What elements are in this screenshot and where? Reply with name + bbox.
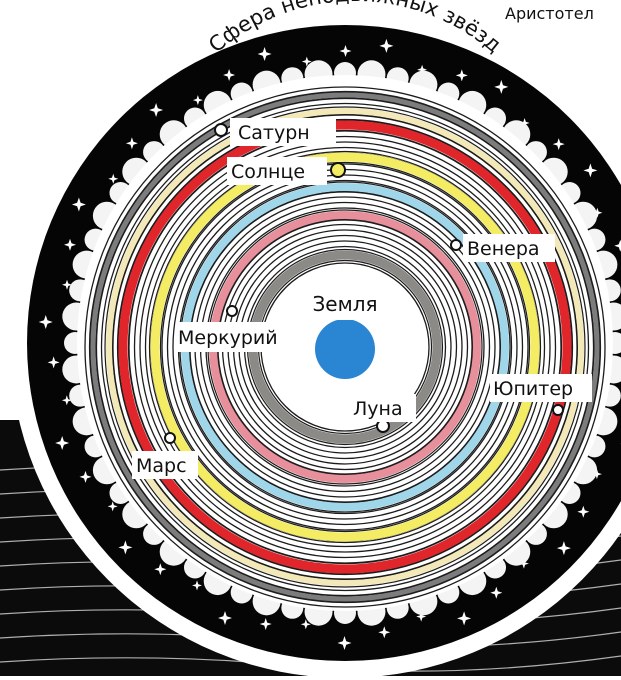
moon-label: Луна	[353, 398, 403, 420]
mars-label: Марс	[136, 455, 187, 477]
earth-icon	[315, 319, 375, 379]
planet-marker-icon	[331, 163, 345, 177]
jupiter-label: Юпитер	[493, 378, 573, 400]
planet-marker-icon	[227, 306, 237, 316]
planet-marker-icon	[165, 433, 175, 443]
corner-title: Аристотел	[505, 4, 594, 23]
earth-label: Земля	[312, 292, 377, 316]
planet-marker-icon	[553, 405, 563, 415]
mercury-label: Меркурий	[178, 327, 278, 349]
saturn-label: Сатурн	[238, 122, 310, 144]
planet-marker-icon	[215, 124, 227, 136]
planet-marker-icon	[451, 240, 461, 250]
venus-label: Венера	[467, 238, 540, 260]
sun-label: Солнце	[231, 161, 305, 183]
